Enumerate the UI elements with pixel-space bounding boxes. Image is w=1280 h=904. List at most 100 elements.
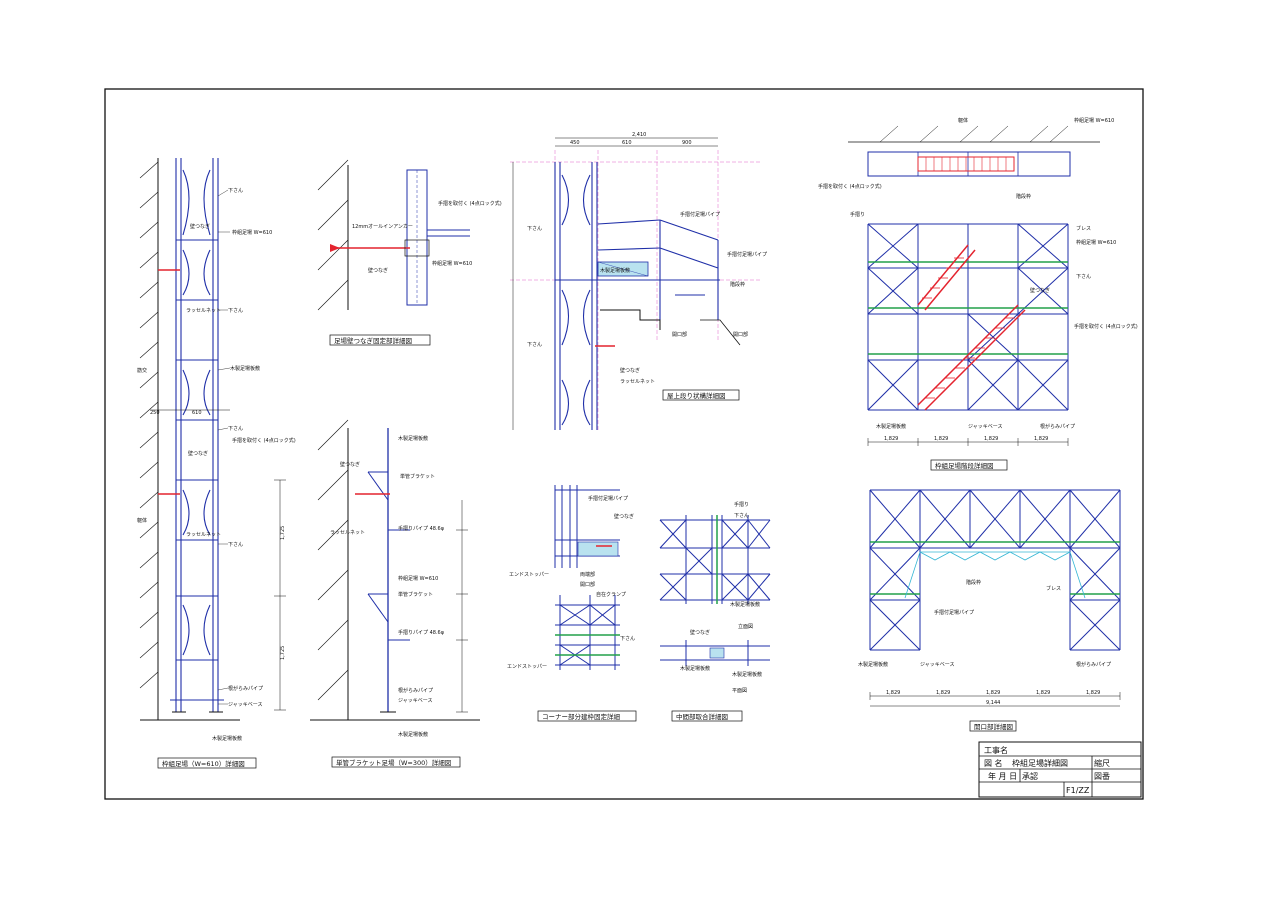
label-tesuri-sen-2: 手摺り bbox=[850, 211, 865, 218]
label-negarami-3: 根がらみパイプ bbox=[1040, 423, 1075, 430]
label-shita-san-4: 下さん bbox=[228, 541, 243, 548]
title-row3-mid: 承認 bbox=[1022, 771, 1038, 781]
label-kabe-tsunagi: 壁つなぎ bbox=[190, 223, 210, 230]
label-sheet: 木製足場板敷 bbox=[600, 267, 630, 274]
label-brace-2: ブレス bbox=[1046, 585, 1061, 592]
label-mokusei-4: 木製足場板敷 bbox=[730, 601, 760, 608]
caption-corner: コーナー部分建枠固定詳細 bbox=[542, 712, 621, 721]
caption-box-opening bbox=[969, 720, 1017, 732]
dim-1829-a: 1,829 bbox=[884, 436, 898, 442]
label-shita-san-8: 下さん bbox=[734, 512, 749, 519]
dim-1725-b: 1,725 bbox=[280, 646, 286, 660]
label-frame-w610-3: 枠組足場 W=610 bbox=[398, 575, 438, 582]
label-kaikou-1: 開口部 bbox=[672, 331, 687, 338]
label-shita-san-3: 下さん bbox=[228, 425, 243, 432]
label-clamp-note-3: 手摺を取付く (4点ロック式) bbox=[818, 183, 882, 190]
label-sujikai: 筋交 bbox=[137, 367, 147, 374]
label-shita-san-9: 下さん bbox=[1076, 273, 1091, 280]
label-bracket-2: 単管ブラケット bbox=[398, 591, 433, 598]
caption-box-roof bbox=[662, 389, 740, 401]
dim-1829-g: 1,829 bbox=[986, 690, 1000, 696]
label-kaikou-2: 開口部 bbox=[733, 331, 748, 338]
caption-wall-tie: 足場壁つなぎ固定部詳細図 bbox=[334, 336, 412, 345]
label-kabe-tsunagi-5: 壁つなぎ bbox=[620, 367, 640, 374]
label-negarami: 根がらみパイプ bbox=[228, 685, 263, 692]
title-row1-label: 工事名 bbox=[984, 745, 1008, 755]
label-kutai-2: 躯体 bbox=[958, 117, 968, 124]
label-jack-base-3: ジャッキベース bbox=[968, 424, 1003, 430]
label-mokusei: 木製足場板敷 bbox=[230, 365, 260, 372]
title-row3-label: 年 月 日 bbox=[988, 771, 1017, 781]
caption-box-corner bbox=[537, 710, 637, 722]
caption-intermediate: 中間部取合詳細図 bbox=[676, 712, 728, 721]
label-mokusei-7: 木製足場板敷 bbox=[858, 661, 888, 668]
label-frame-w610-5: 枠組足場 W=610 bbox=[1076, 239, 1116, 246]
dim-250: 250 bbox=[150, 410, 160, 416]
dim-2410: 2,410 bbox=[632, 132, 646, 138]
label-russell-net-3: ラッセルネット bbox=[330, 530, 365, 536]
dim-1829-b: 1,829 bbox=[934, 436, 948, 442]
label-heimen: 平面図 bbox=[732, 688, 747, 694]
dim-1829-h: 1,829 bbox=[1036, 690, 1050, 696]
dim-450: 450 bbox=[570, 140, 580, 146]
label-kaidan: 階段枠 bbox=[730, 281, 745, 288]
label-shita-san: 下さん bbox=[228, 187, 243, 194]
label-kaidan-3: 階段枠 bbox=[966, 579, 981, 586]
label-bracket: 単管ブラケット bbox=[400, 473, 435, 480]
stair-detail: 1,829 1,829 1,829 1,829 躯体 壁つなぎ 枠組足場 W=6… bbox=[818, 117, 1138, 471]
label-frame-w610: 枠組足場 W=610 bbox=[232, 229, 272, 236]
label-mokusei-6: 木製足場板敷 bbox=[876, 423, 906, 430]
label-negarami-4: 根がらみパイプ bbox=[1076, 661, 1111, 668]
label-kabe-tsunagi-2: 壁つなぎ bbox=[188, 450, 208, 457]
label-anchor: 12mmオールインアンカー bbox=[352, 224, 413, 230]
label-tesuri-wakigumi-3: 手摺付足場パイプ bbox=[934, 609, 974, 616]
label-russell-net: ラッセルネット bbox=[186, 308, 221, 314]
label-tesuri-pipe: 手摺りパイプ 48.6φ bbox=[398, 525, 445, 532]
intermediate-detail: 手摺り 下さん 木製足場板敷 立面図 壁つなぎ 木製足場板敷 木製足場板敷 平面… bbox=[659, 501, 771, 722]
label-clamp-note: 手摺を取付く (4点ロック式) bbox=[232, 437, 296, 444]
title-block: 工事名 図 名 枠組足場詳細図 縮尺 年 月 日 承認 図番 F1/ZZ bbox=[978, 741, 1142, 798]
label-kaikou-3: 開口部 bbox=[580, 581, 595, 588]
label-sheet-2: 木製足場板敷 bbox=[732, 671, 762, 678]
label-tesuri-wakigumi-2: 手摺付足場パイプ bbox=[727, 251, 767, 258]
label-russell-net-4: ラッセルネット bbox=[620, 379, 655, 385]
label-brace: ブレス bbox=[1076, 225, 1091, 232]
dim-9144: 9,144 bbox=[986, 700, 1000, 706]
caption-stair: 枠組足場階段詳細図 bbox=[935, 461, 994, 470]
label-tesuri-pipe-2: 手摺りパイプ 48.6φ bbox=[398, 629, 445, 636]
label-kaidan-2: 階段枠 bbox=[1016, 193, 1031, 200]
label-tesuri-wakigumi: 手摺付足場パイプ bbox=[680, 211, 720, 218]
label-kaku-clamp: 自在クランプ bbox=[596, 591, 626, 598]
caption-box-frame bbox=[157, 757, 257, 769]
roof-detail: 2,410 450 610 900 下さん 下さん 手摺付足場パイプ 手摺付足場… bbox=[510, 132, 767, 430]
label-shita-san-5: 下さん bbox=[527, 225, 542, 232]
label-shita-san-6: 下さん bbox=[527, 341, 542, 348]
caption-frame-scaffold: 枠組足場（W=610）詳細図 bbox=[162, 759, 245, 768]
label-negarami-2: 根がらみパイプ bbox=[398, 687, 433, 694]
label-ryoutanbu: 両端部 bbox=[580, 571, 595, 578]
label-shita-san-7: 下さん bbox=[620, 635, 635, 642]
dim-610: 610 bbox=[192, 410, 202, 416]
label-clamp-note-4: 手摺を取付く (4点ロック式) bbox=[1074, 323, 1138, 330]
title-row4-right: F1/ZZ bbox=[1066, 786, 1090, 795]
title-row2-right: 縮尺 bbox=[1094, 758, 1110, 768]
label-shita-san-2: 下さん bbox=[228, 307, 243, 314]
title-row2-label: 図 名 bbox=[984, 758, 1003, 768]
label-frame-w610-2: 枠組足場 W=610 bbox=[432, 260, 472, 267]
label-kabe-tsunagi-7: 壁つなぎ bbox=[690, 629, 710, 636]
label-kabe-tsunagi-4: 壁つなぎ bbox=[340, 461, 360, 468]
dim-1829-f: 1,829 bbox=[936, 690, 950, 696]
label-ryoumen: 立面図 bbox=[738, 623, 753, 630]
label-clamp-note-2: 手摺を取付く (4点ロック式) bbox=[438, 200, 502, 207]
sheet-border bbox=[104, 88, 1144, 800]
caption-bracket: 単管ブラケット足場（W=300）詳細図 bbox=[336, 758, 451, 767]
label-kutai: 躯体 bbox=[137, 517, 147, 524]
caption-box-stair bbox=[930, 459, 1008, 471]
label-end-stopper: エンドストッパー bbox=[509, 572, 549, 578]
dim-1725: 1,725 bbox=[280, 526, 286, 540]
label-kabe-tsunagi-6: 壁つなぎ bbox=[614, 513, 634, 520]
dim-1829-e: 1,829 bbox=[886, 690, 900, 696]
label-mokusei-5: 木製足場板敷 bbox=[680, 665, 710, 672]
title-row3-right: 図番 bbox=[1094, 771, 1110, 781]
